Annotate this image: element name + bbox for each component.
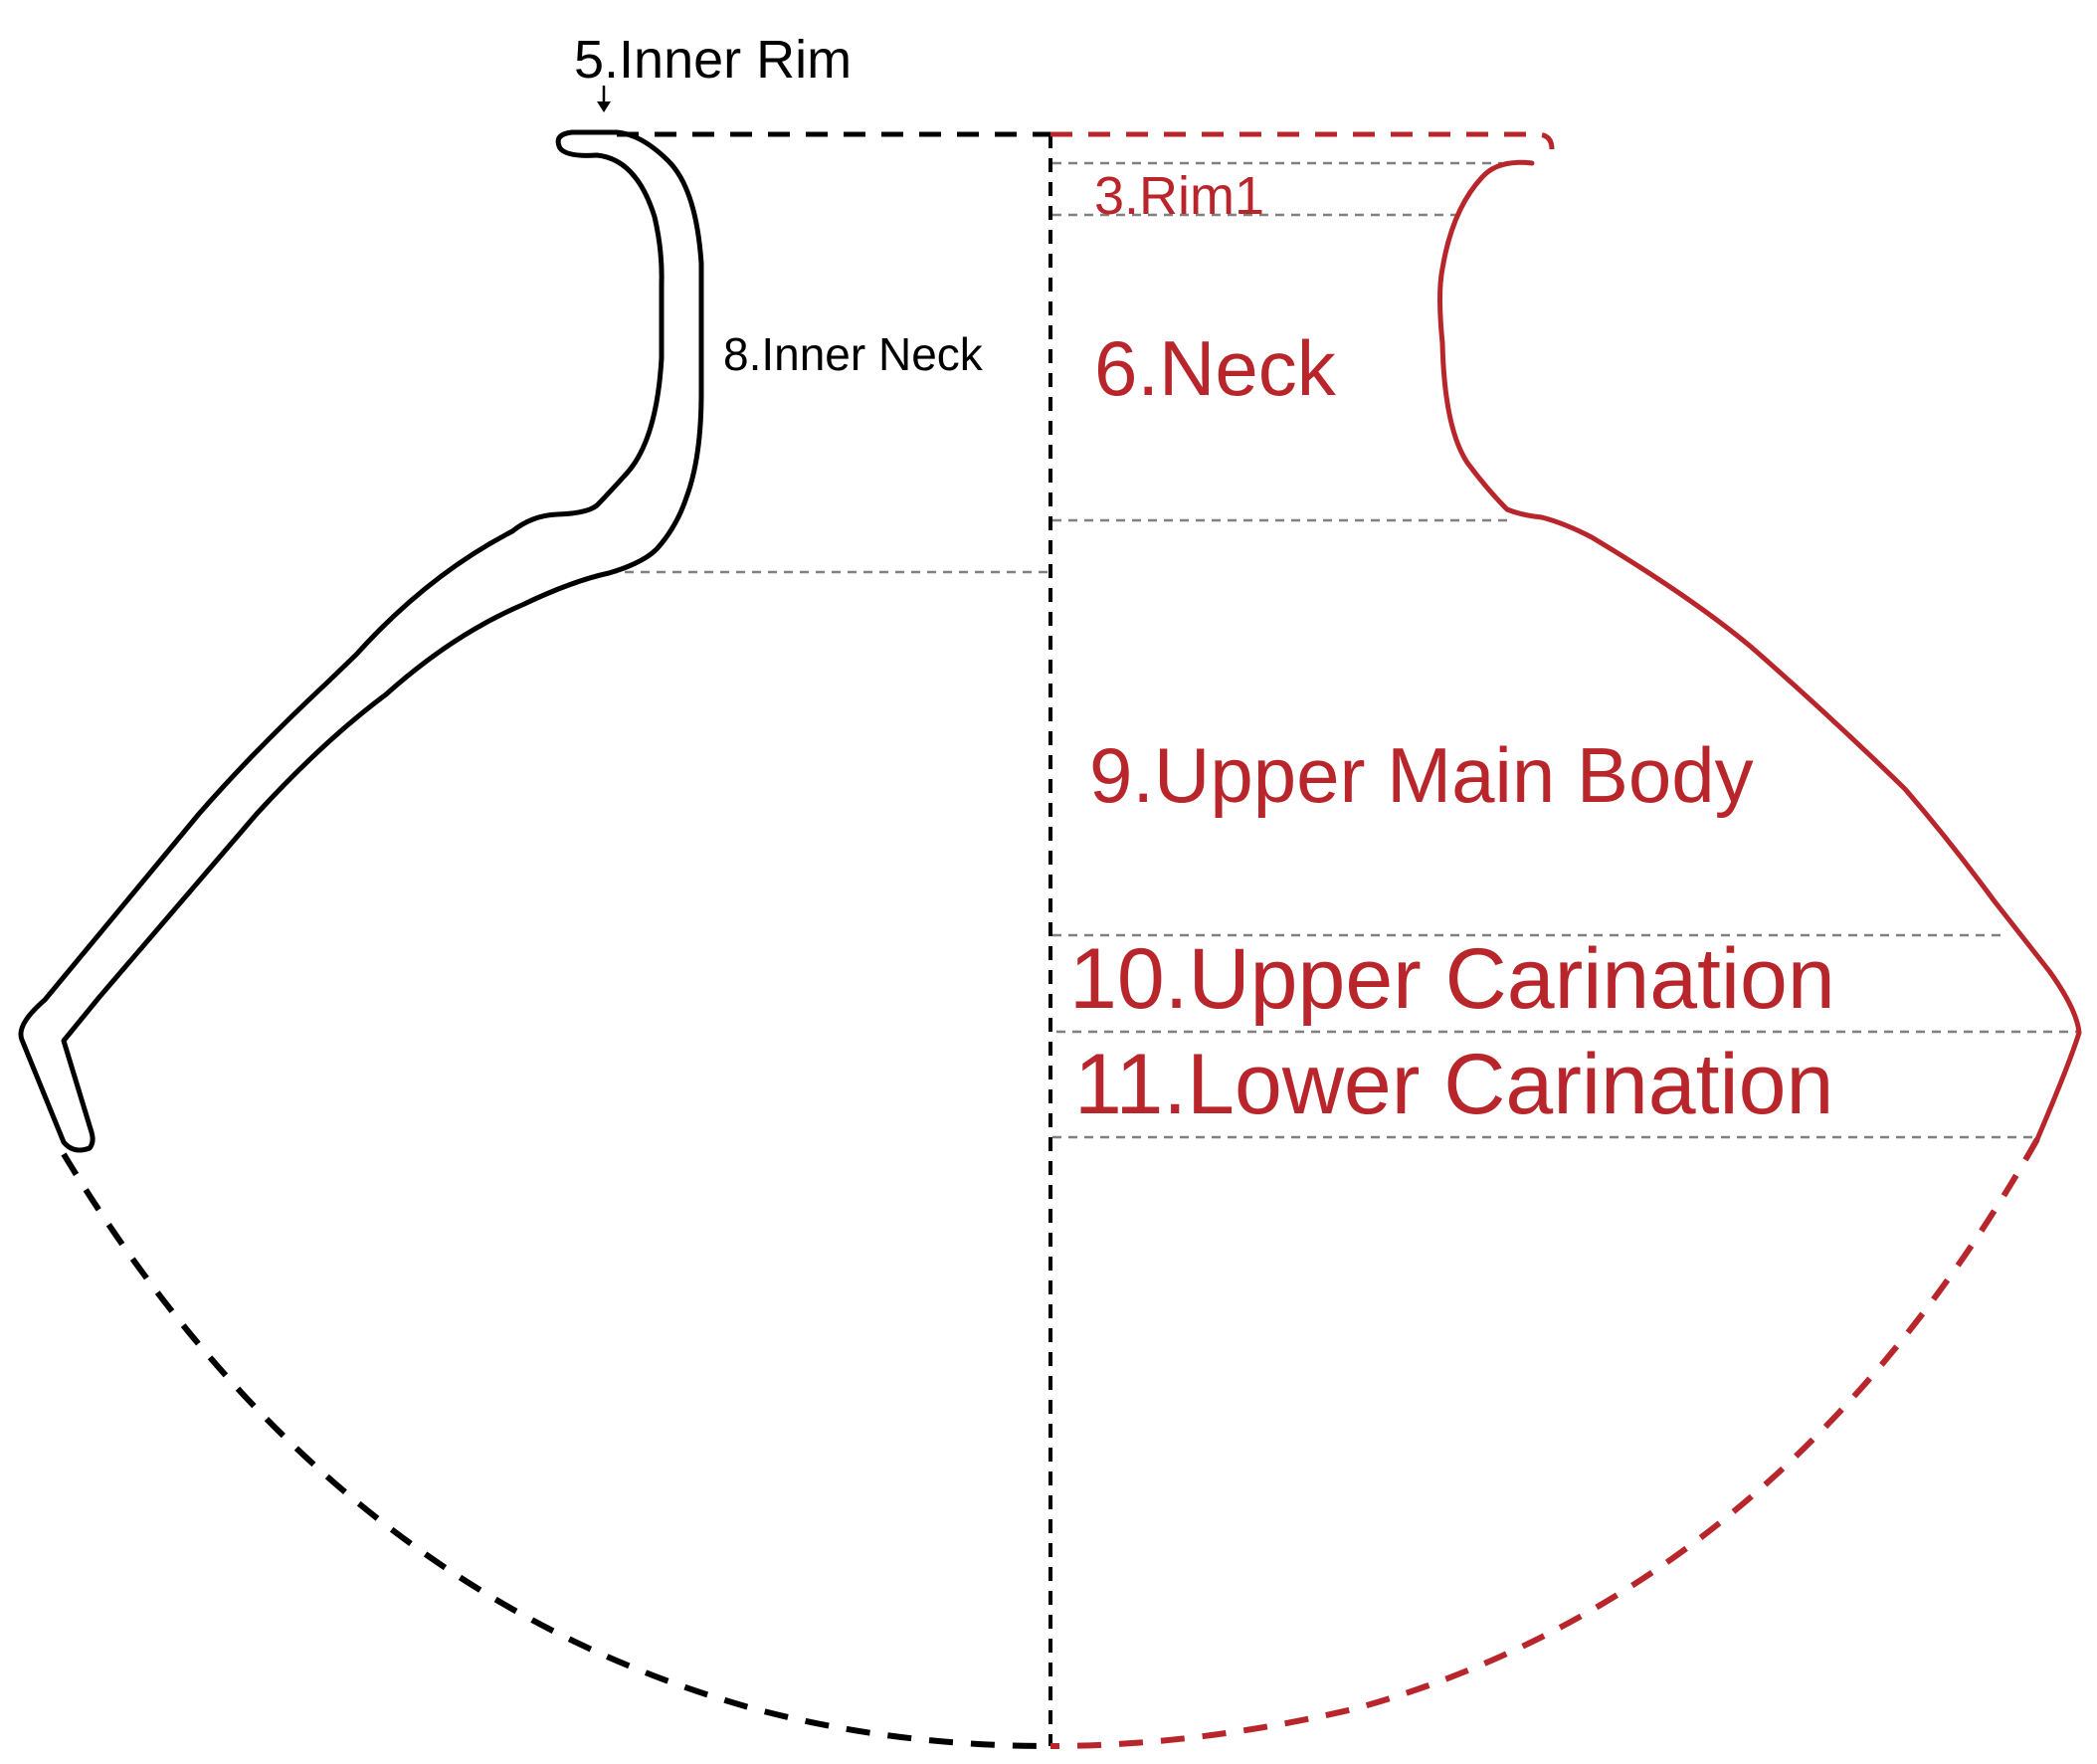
- lower-body-left: [61, 1152, 1051, 1749]
- mouth-line-right: [1050, 131, 1555, 150]
- label-lower-carination: 11.Lower Carination: [1074, 1037, 1833, 1132]
- label-inner-rim: 5.Inner Rim: [574, 30, 852, 90]
- lower-body-right: [1049, 1137, 2040, 1749]
- label-neck: 6.Neck: [1094, 324, 1337, 412]
- inner-rim-arrow-head: [597, 101, 611, 112]
- label-upper-carination: 10.Upper Carination: [1069, 931, 1835, 1027]
- wall-profile-left: [18, 129, 704, 1153]
- label-inner-neck: 8.Inner Neck: [723, 328, 984, 380]
- section-guides: [609, 161, 2077, 1139]
- label-rim1: 3.Rim1: [1094, 166, 1264, 226]
- exterior-profile-right: [1437, 159, 2082, 1142]
- label-upper-main-body: 9.Upper Main Body: [1089, 731, 1754, 819]
- inner-rim-arrow: [597, 86, 611, 112]
